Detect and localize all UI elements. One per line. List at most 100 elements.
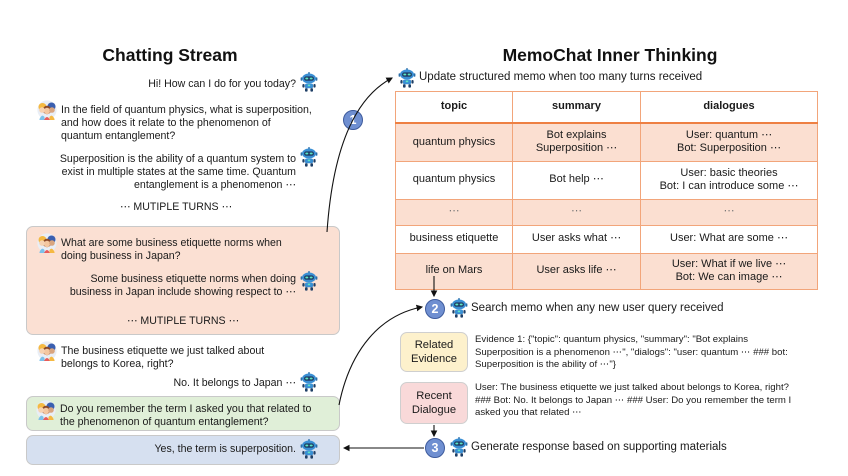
topic-cell: life on Mars [395, 252, 513, 290]
recent-dialogue-text: User: The business etiquette we just tal… [475, 382, 791, 420]
arrow-to-memo-update [326, 77, 393, 233]
message-line: Superposition is the ability of a quantu… [59, 153, 296, 165]
step-2-label: Search memo when any new user query rece… [471, 302, 724, 314]
bot-message: Some business etiquette norms when doing… [70, 273, 296, 299]
users-group-icon [37, 341, 57, 361]
robot-icon [449, 298, 469, 318]
topic-cell: business etiquette [395, 224, 513, 254]
evidence-line: Superposition is the ability of ⋯"} [475, 359, 616, 370]
message-line: exist in multiple states at the same tim… [61, 166, 296, 178]
message-line: belongs to Korea, right? [61, 358, 174, 370]
memo-row: ⋯ ⋯ ⋯ [395, 198, 818, 226]
message-line: Yes, the term is superposition. [154, 443, 296, 455]
cell-line: User: What are some ⋯ [670, 232, 788, 245]
tag-line: Dialogue [411, 404, 457, 416]
cell-line: Bot explains [546, 128, 607, 141]
column-header-dialogues: dialogues [640, 91, 818, 124]
cell-line: Bot: We can image ⋯ [675, 271, 783, 283]
cell-line: ⋯ [571, 205, 582, 218]
message-line: Hi! How can I do for you today? [148, 78, 296, 90]
cell-line: User: quantum ⋯ [685, 128, 773, 141]
users-group-icon [37, 233, 57, 253]
dialogue-line: ### Bot: No. It belongs to Japan ⋯ ### U… [475, 394, 792, 406]
robot-icon [299, 372, 319, 392]
summary-cell: Bot help ⋯ [512, 160, 641, 200]
dialogue-line: asked you that related ⋯ [475, 407, 582, 418]
multiple-turns-separator: ⋯ MUTIPLE TURNS ⋯ [126, 315, 240, 327]
cell-line: User: basic theories [680, 166, 778, 179]
message-line: The business etiquette we just talked ab… [61, 345, 265, 357]
dialogue-line: User: The business etiquette we just tal… [475, 382, 789, 393]
evidence-line: Superposition is a phenomenon ⋯", "dialo… [475, 346, 788, 358]
message-line: the phenomenon of quantum entanglement? [60, 416, 269, 428]
bot-response-message: Yes, the term is superposition. [154, 443, 296, 456]
users-group-icon [36, 400, 56, 420]
topic-cell: ⋯ [395, 198, 513, 226]
message-line: What are some business etiquette norms w… [61, 237, 282, 249]
message-line: business in Japan include showing respec… [69, 286, 296, 298]
message-line: In the field of quantum physics, what is… [61, 104, 312, 116]
message-line: quantum entanglement? [61, 130, 176, 142]
message-line: doing business in Japan? [61, 250, 181, 262]
robot-icon [449, 437, 469, 457]
column-header-summary: summary [512, 91, 641, 124]
summary-cell: User asks what ⋯ [512, 224, 641, 254]
step-3-marker: 3 [425, 438, 445, 458]
robot-icon [299, 147, 319, 167]
cell-line: Bot: I can introduce some ⋯ [659, 180, 799, 192]
cell-line: User asks what ⋯ [531, 232, 622, 245]
tag-line: Related [414, 338, 454, 351]
message-line: and how does it relate to the phenomenon… [61, 117, 271, 129]
cell-line: ⋯ [723, 205, 735, 218]
user-message: The business etiquette we just talked ab… [61, 345, 264, 371]
step-2-marker: 2 [425, 299, 445, 319]
user-query-message: Do you remember the term I asked you tha… [60, 403, 311, 429]
message-line: Do you remember the term I asked you tha… [60, 403, 312, 415]
step-1-marker: 1 [343, 110, 363, 130]
robot-icon [299, 439, 319, 459]
dialogues-cell: User: quantum ⋯Bot: Superposition ⋯ [640, 122, 818, 162]
message-line: entanglement is a phenomenon ⋯ [134, 179, 296, 191]
topic-cell: quantum physics [395, 122, 513, 162]
current-query-panel [26, 396, 340, 431]
memochat-inner-thinking-title: MemoChat Inner Thinking [502, 45, 718, 65]
memo-row: life on Mars User asks life ⋯ User: What… [395, 252, 818, 290]
tag-line: Evidence [410, 353, 458, 365]
cell-line: User asks life ⋯ [536, 264, 617, 277]
tag-line: Recent [416, 389, 452, 402]
user-message: What are some business etiquette norms w… [61, 237, 282, 263]
cell-line: User: What if we live ⋯ [671, 257, 787, 270]
related-evidence-text: Evidence 1: {"topic": quantum physics, "… [475, 334, 788, 372]
evidence-line: Evidence 1: {"topic": quantum physics, "… [475, 334, 748, 345]
step-3-label: Generate response based on supporting ma… [471, 441, 727, 453]
summary-cell: ⋯ [512, 198, 641, 226]
robot-icon [299, 271, 319, 291]
robot-icon [397, 68, 417, 88]
multiple-turns-separator: ⋯ MUTIPLE TURNS ⋯ [119, 201, 233, 213]
dialogues-cell: User: What are some ⋯ [640, 224, 818, 254]
memo-trigger-panel [26, 226, 340, 335]
bot-message: No. It belongs to Japan ⋯ [174, 377, 297, 390]
cell-line: Superposition ⋯ [535, 142, 618, 155]
column-header-topic: topic [395, 91, 513, 124]
topic-cell: quantum physics [395, 160, 513, 200]
memo-row: business etiquette User asks what ⋯ User… [395, 224, 818, 254]
users-group-icon [37, 100, 57, 120]
message-line: No. It belongs to Japan ⋯ [173, 377, 297, 389]
summary-cell: User asks life ⋯ [512, 252, 641, 290]
chatting-stream-title: Chatting Stream [102, 45, 238, 65]
bot-message: Hi! How can I do for you today? [148, 78, 296, 91]
robot-icon [299, 72, 319, 92]
cell-line: Bot help ⋯ [549, 173, 604, 186]
dialogues-cell: User: What if we live ⋯Bot: We can image… [640, 252, 818, 290]
message-line: Some business etiquette norms when doing [90, 273, 296, 285]
cell-line: Bot: Superposition ⋯ [677, 142, 781, 155]
dialogues-cell: ⋯ [640, 198, 818, 226]
user-message: In the field of quantum physics, what is… [61, 104, 312, 143]
structured-memo-table: topic summary dialogues quantum physics … [395, 91, 818, 290]
